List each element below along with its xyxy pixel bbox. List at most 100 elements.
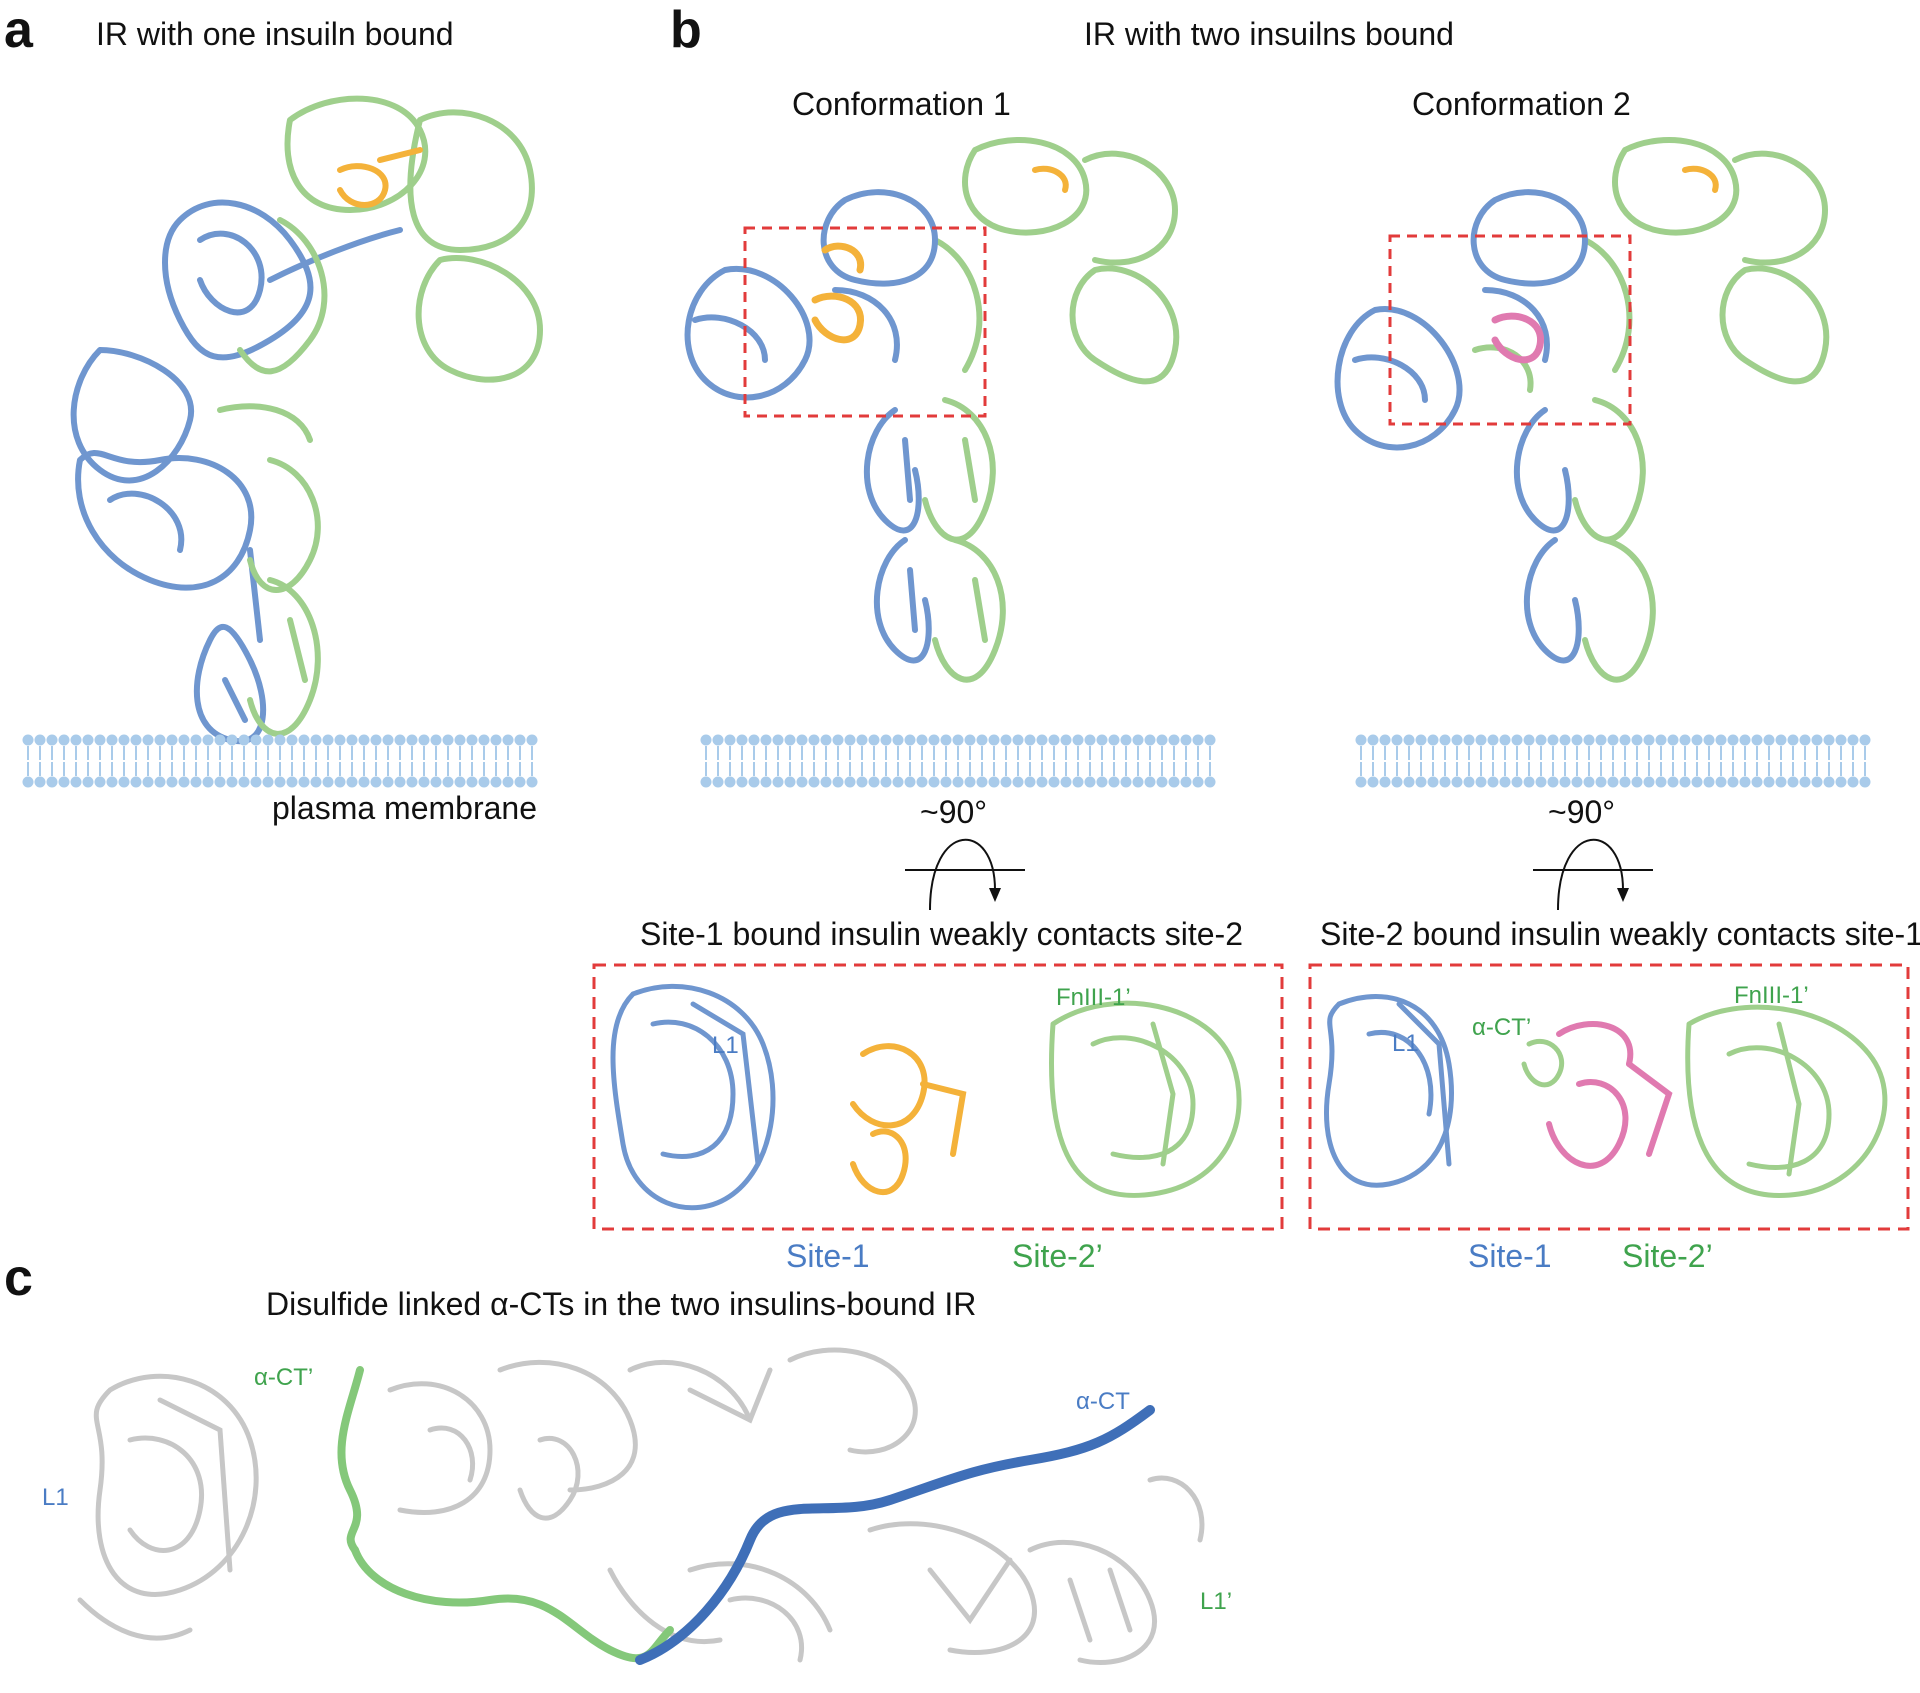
lipid-head: [1180, 776, 1192, 788]
lipid-head: [1012, 734, 1024, 746]
lipid-head: [1811, 776, 1823, 788]
zoom1-label-fniii: FnIII-1’: [1056, 984, 1131, 1011]
lipid-head: [1679, 734, 1691, 746]
lipid-head: [1475, 734, 1487, 746]
lipid-head: [724, 734, 736, 746]
lipid-head: [382, 734, 394, 746]
lipid-head: [1607, 734, 1619, 746]
lipid-head: [1367, 776, 1379, 788]
lipid-head: [1475, 776, 1487, 788]
lipid-head: [1775, 734, 1787, 746]
lipid-head: [226, 734, 238, 746]
lipid-head: [1427, 734, 1439, 746]
lipid-head: [70, 734, 82, 746]
lipid-head: [502, 776, 514, 788]
lipid-head: [1511, 776, 1523, 788]
lipid-head: [82, 734, 94, 746]
lipid-head: [856, 734, 868, 746]
lipid-head: [928, 776, 940, 788]
lipid-head: [46, 776, 58, 788]
panel-c-label-l1-prime: L1’: [1200, 1588, 1233, 1615]
lipid-head: [334, 776, 346, 788]
lipid-head: [94, 734, 106, 746]
lipid-head: [1024, 734, 1036, 746]
lipid-head: [1607, 776, 1619, 788]
lipid-head: [310, 776, 322, 788]
lipid-head: [796, 776, 808, 788]
panel-c-act-prime-chain: [337, 1366, 674, 1663]
lipid-head: [106, 734, 118, 746]
lipid-head: [712, 776, 724, 788]
zoom2-label-site2: Site-2’: [1622, 1238, 1713, 1274]
lipid-head: [1571, 734, 1583, 746]
lipid-head: [1859, 734, 1871, 746]
lipid-head: [760, 734, 772, 746]
lipid-head: [748, 776, 760, 788]
conformation-2-zoom-panel: [1308, 963, 1910, 1231]
lipid-head: [1847, 776, 1859, 788]
lipid-head: [178, 776, 190, 788]
lipid-head: [286, 776, 298, 788]
lipid-head: [1631, 734, 1643, 746]
lipid-head: [1619, 776, 1631, 788]
panel-a-membrane: [22, 734, 538, 788]
conf2-blue-chain: [1334, 189, 1589, 664]
lipid-head: [988, 776, 1000, 788]
lipid-head: [34, 776, 46, 788]
zoom1-insulin: [850, 1043, 967, 1196]
lipid-head: [274, 734, 286, 746]
panel-c-grey-chains: [77, 1347, 1205, 1665]
lipid-head: [808, 734, 820, 746]
lipid-head: [1823, 734, 1835, 746]
lipid-head: [1667, 734, 1679, 746]
lipid-head: [1156, 734, 1168, 746]
lipid-head: [190, 734, 202, 746]
conformation-1-zoom-panel: [592, 963, 1284, 1231]
lipid-head: [832, 776, 844, 788]
lipid-head: [1511, 734, 1523, 746]
lipid-head: [1120, 734, 1132, 746]
zoom2-l1-domain: [1324, 994, 1454, 1188]
lipid-head: [892, 776, 904, 788]
lipid-head: [358, 734, 370, 746]
lipid-head: [406, 776, 418, 788]
lipid-head: [1132, 776, 1144, 788]
lipid-head: [466, 776, 478, 788]
lipid-head: [1799, 776, 1811, 788]
lipid-head: [940, 776, 952, 788]
lipid-head: [904, 776, 916, 788]
lipid-head: [988, 734, 1000, 746]
lipid-head: [1655, 734, 1667, 746]
lipid-head: [1355, 776, 1367, 788]
lipid-head: [1120, 776, 1132, 788]
lipid-head: [274, 776, 286, 788]
panel-a-title: IR with one insuiln bound: [96, 16, 454, 52]
lipid-head: [310, 734, 322, 746]
lipid-head: [1679, 776, 1691, 788]
conformation-1-structure: [684, 137, 1180, 683]
zoom2-label-l1: L1: [1392, 1030, 1419, 1057]
lipid-head: [808, 776, 820, 788]
lipid-head: [1060, 734, 1072, 746]
lipid-head: [490, 734, 502, 746]
lipid-head: [166, 734, 178, 746]
lipid-head: [1204, 776, 1216, 788]
lipid-head: [1427, 776, 1439, 788]
lipid-head: [1703, 734, 1715, 746]
lipid-head: [466, 734, 478, 746]
lipid-head: [1499, 776, 1511, 788]
conformation-2-rotation: ~90°: [1548, 794, 1616, 830]
panel-c-label-act: α-CT: [1076, 1388, 1130, 1415]
lipid-head: [1180, 734, 1192, 746]
lipid-head: [202, 734, 214, 746]
lipid-head: [358, 776, 370, 788]
zoom2-act-helix: [1521, 1038, 1565, 1088]
lipid-head: [1499, 734, 1511, 746]
lipid-head: [700, 776, 712, 788]
lipid-head: [1691, 734, 1703, 746]
lipid-head: [262, 734, 274, 746]
zoom1-label-site2: Site-2’: [1012, 1238, 1103, 1274]
lipid-head: [250, 776, 262, 788]
lipid-head: [202, 776, 214, 788]
lipid-head: [1775, 776, 1787, 788]
